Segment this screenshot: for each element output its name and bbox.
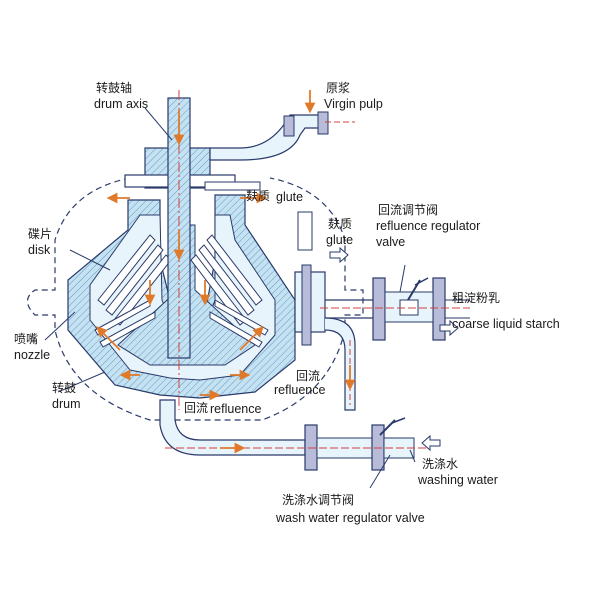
drum-axis-label-en: drum axis xyxy=(94,97,149,111)
virgin-pulp-pipe xyxy=(209,111,355,161)
refluence-valve-label-en1: refluence regulator xyxy=(376,219,481,233)
outline-arrows xyxy=(329,246,459,452)
disk-stack-left xyxy=(94,234,172,348)
virgin-pulp-label-cn: 原浆 xyxy=(326,81,351,95)
housing-outline xyxy=(26,177,364,421)
refluence-pipe xyxy=(324,317,356,411)
refluence-valve-label-cn: 回流调节阀 xyxy=(378,203,439,217)
refluence-valve-label-en2: valve xyxy=(376,235,406,249)
refluence-label-cn: 回流 xyxy=(296,369,321,383)
drum-label-en: drum xyxy=(52,397,81,411)
glute-right-label-cn: 麸质 xyxy=(328,217,353,231)
wash-valve-label-en: wash water regulator valve xyxy=(276,511,425,525)
drum-axis-shaft xyxy=(167,90,191,410)
drum-axis-label-cn: 转鼓轴 xyxy=(96,81,133,95)
nozzle-label-cn: 喷嘴 xyxy=(14,332,39,346)
flow-arrows xyxy=(96,90,356,454)
disk-label-cn: 碟片 xyxy=(28,227,53,241)
coarse-starch-label-en: coarse liquid starch xyxy=(452,317,560,331)
nozzle-label-en: nozzle xyxy=(14,348,51,362)
wash-valve-label-cn: 洗涤水调节阀 xyxy=(282,493,355,507)
washing-water-label-en: washing water xyxy=(418,473,498,487)
wash-water-pipe xyxy=(159,399,430,471)
leader-lines xyxy=(44,107,416,489)
refluence-bottom-label-cn: 回流 xyxy=(184,401,209,415)
drum-label-cn: 转鼓 xyxy=(52,381,77,395)
discharge-outlet xyxy=(294,211,375,346)
refluence-label-en: refluence xyxy=(274,383,326,397)
disk-label-en: disk xyxy=(28,243,51,257)
virgin-pulp-label-en: Virgin pulp xyxy=(324,97,383,111)
coarse-starch-label-cn: 粗淀粉乳 xyxy=(452,291,501,305)
refluence-bottom-label-en: refluence xyxy=(210,402,262,416)
washing-water-label-cn: 洗涤水 xyxy=(422,457,459,471)
glute-top-label-cn: 麸质 xyxy=(246,189,271,203)
refluence-regulator-valve xyxy=(320,277,470,341)
glute-top-label-en: glute xyxy=(276,190,304,204)
glute-right-label-en: glute xyxy=(326,233,354,247)
